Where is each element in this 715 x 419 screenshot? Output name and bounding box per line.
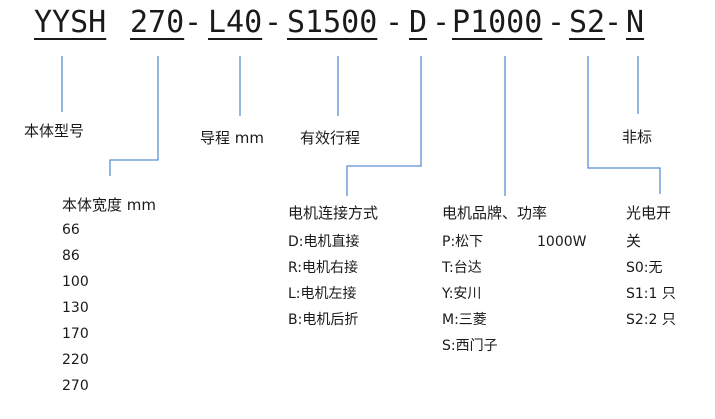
- photo-switch-title-cont: 关: [626, 232, 642, 250]
- motor-brand-item: Y:安川: [442, 286, 482, 302]
- code-segment-non-standard: N: [626, 5, 645, 40]
- motor-brand-list: P:松下 T:台达 Y:安川 M:三菱 S:西门子: [442, 229, 498, 359]
- motor-brand-item: T:台达: [442, 260, 482, 276]
- code-segment-body: YYSH: [34, 5, 107, 40]
- body-width-item: 170: [62, 326, 89, 342]
- code-segment-width: 270: [130, 5, 185, 40]
- body-width-item: 66: [62, 222, 80, 238]
- photo-switch-list: S0:无 S1:1 只 S2:2 只: [626, 255, 676, 333]
- motor-connection-item: R:电机右接: [288, 260, 359, 276]
- code-separator: -: [385, 5, 404, 40]
- motor-brand-item: M:三菱: [442, 312, 487, 328]
- code-segment-switch: S2: [569, 5, 606, 40]
- code-segment-stroke: S1500: [287, 5, 378, 40]
- photo-switch-title: 光电开: [626, 204, 672, 222]
- code-segment-lead: L40: [208, 5, 263, 40]
- code-separator: -: [604, 5, 623, 40]
- code-segment-connection: D: [409, 5, 428, 40]
- motor-connection-item: L:电机左接: [288, 286, 357, 302]
- motor-connection-item: D:电机直接: [288, 234, 360, 250]
- label-stroke: 有效行程: [300, 129, 361, 147]
- body-width-item: 270: [62, 378, 89, 394]
- motor-power-note: 1000W: [537, 234, 587, 250]
- motor-connection-title: 电机连接方式: [288, 204, 379, 222]
- connector-motor-connection: [346, 56, 422, 196]
- code-segment-brand-power: P1000: [452, 5, 543, 40]
- photo-switch-item: S2:2 只: [626, 312, 676, 328]
- motor-brand-item: P:松下: [442, 234, 484, 250]
- code-separator: -: [547, 5, 566, 40]
- body-width-item: 130: [62, 300, 89, 316]
- body-width-item: 100: [62, 274, 89, 290]
- label-non-standard: 非标: [622, 128, 653, 146]
- code-separator: -: [432, 5, 451, 40]
- body-width-item: 220: [62, 352, 89, 368]
- motor-connection-list: D:电机直接 R:电机右接 L:电机左接 B:电机后折: [288, 229, 360, 333]
- connector-photo-switch: [587, 56, 661, 194]
- code-separator: -: [264, 5, 283, 40]
- motor-brand-item: S:西门子: [442, 338, 498, 354]
- motor-connection-item: B:电机后折: [288, 312, 359, 328]
- label-lead: 导程 mm: [200, 129, 264, 147]
- body-width-title: 本体宽度 mm: [62, 196, 156, 214]
- motor-brand-title: 电机品牌、功率: [442, 204, 548, 222]
- connector-body-width: [109, 56, 159, 176]
- label-body-model: 本体型号: [24, 122, 85, 140]
- photo-switch-item: S1:1 只: [626, 286, 676, 302]
- body-width-item: 86: [62, 248, 80, 264]
- photo-switch-item: S0:无: [626, 260, 663, 276]
- body-width-list: 66 86 100 130 170 220 270: [62, 217, 89, 399]
- code-separator: -: [184, 5, 203, 40]
